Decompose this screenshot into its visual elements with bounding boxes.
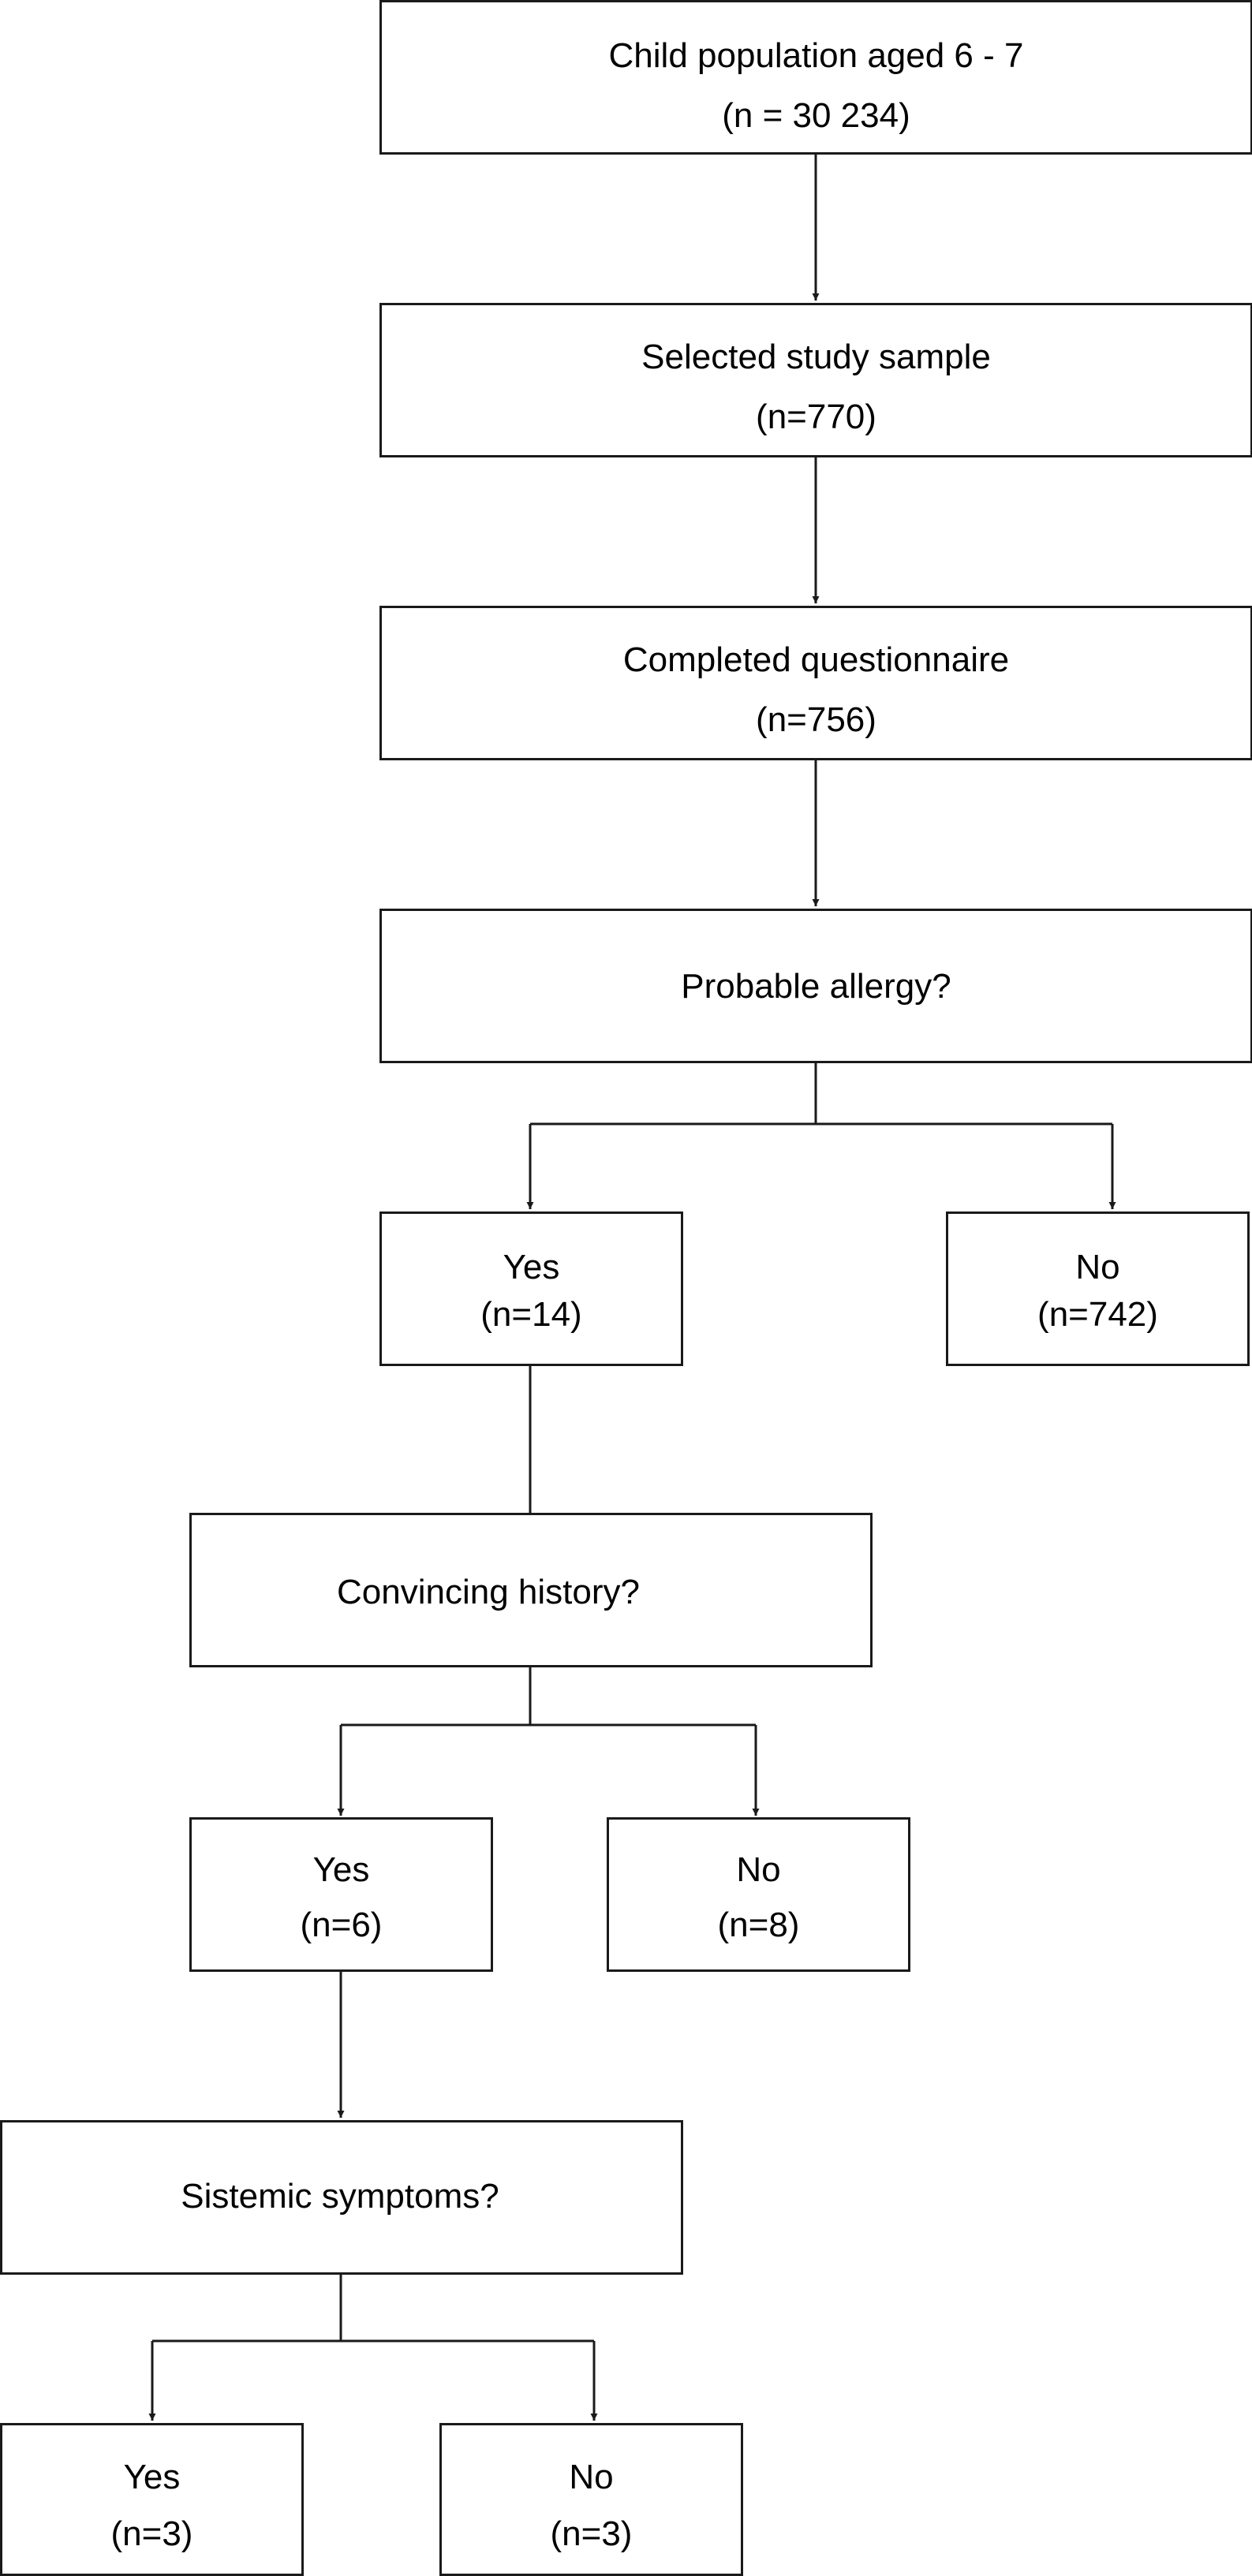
symptoms-yes-label: Yes: [123, 2458, 181, 2496]
symptoms-question-box: Sistemic symptoms?: [0, 2120, 683, 2275]
allergy-question-box: Probable allergy?: [379, 909, 1252, 1063]
population-count: (n = 30 234): [722, 96, 910, 135]
symptoms-yes-box: Yes (n=3): [0, 2423, 304, 2576]
allergy-no-box: No (n=742): [946, 1211, 1250, 1366]
questionnaire-label: Completed questionnaire: [622, 640, 1010, 679]
allergy-no-count: (n=742): [1037, 1295, 1158, 1334]
connector-history-split: [341, 1667, 756, 1727]
symptoms-question-label: Sistemic symptoms?: [181, 2177, 499, 2216]
sample-box: Selected study sample (n=770): [379, 303, 1252, 457]
history-no-box: No (n=8): [607, 1817, 910, 1972]
sample-count: (n=770): [756, 398, 876, 436]
history-yes-label: Yes: [312, 1850, 370, 1889]
history-no-count: (n=8): [717, 1906, 800, 1944]
questionnaire-box: Completed questionnaire (n=756): [379, 606, 1252, 760]
symptoms-no-box: No (n=3): [439, 2423, 743, 2576]
allergy-yes-box: Yes (n=14): [379, 1211, 683, 1366]
allergy-yes-label: Yes: [503, 1248, 560, 1286]
connector-allergy-split: [530, 1062, 1112, 1126]
connector-symptoms-split: [152, 2273, 594, 2343]
population-label: Child population aged 6 - 7: [608, 36, 1024, 75]
history-yes-count: (n=6): [300, 1906, 383, 1944]
symptoms-yes-count: (n=3): [110, 2514, 193, 2553]
history-no-label: No: [736, 1850, 781, 1889]
history-question-box: Convincing history?: [189, 1513, 873, 1667]
population-box: Child population aged 6 - 7 (n = 30 234): [379, 0, 1252, 155]
allergy-question-label: Probable allergy?: [681, 967, 951, 1006]
allergy-yes-count: (n=14): [480, 1295, 582, 1334]
symptoms-no-count: (n=3): [550, 2514, 633, 2553]
sample-label: Selected study sample: [641, 338, 991, 376]
history-question-label: Convincing history?: [337, 1573, 640, 1611]
history-yes-box: Yes (n=6): [189, 1817, 493, 1972]
symptoms-no-label: No: [569, 2458, 614, 2496]
questionnaire-count: (n=756): [756, 700, 876, 739]
allergy-no-label: No: [1075, 1248, 1120, 1286]
